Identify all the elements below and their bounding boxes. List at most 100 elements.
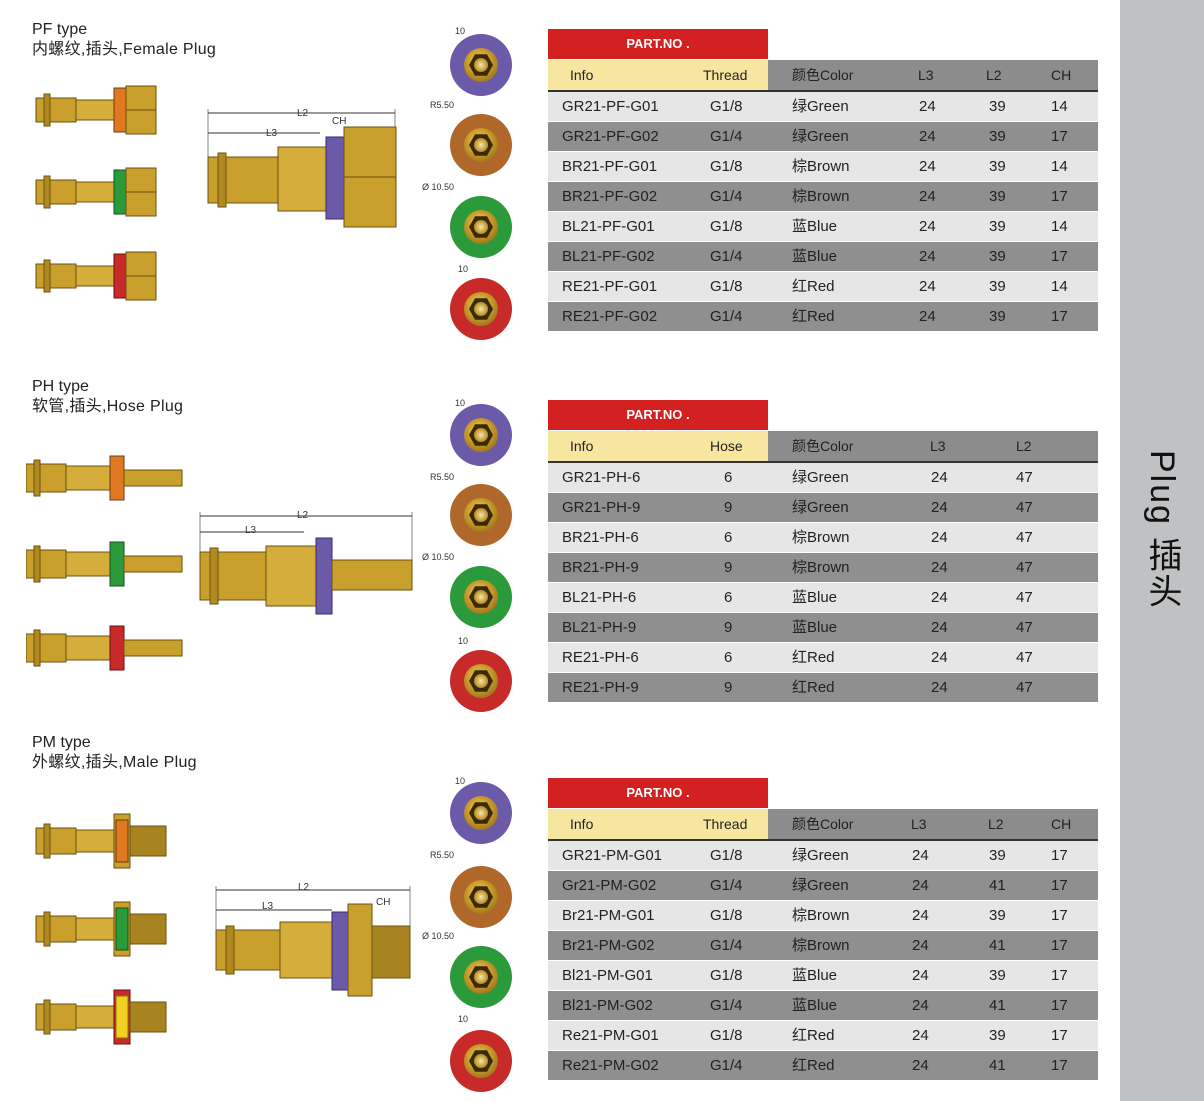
- cell-info: Br21-PM-G02: [562, 937, 655, 954]
- cell-hose: 9: [724, 499, 733, 516]
- cell-l3: 24: [931, 619, 948, 636]
- cell-color: 红Red: [792, 649, 835, 666]
- cell-l3: 24: [919, 128, 936, 145]
- cell-thread: G1/4: [710, 308, 743, 325]
- plug-image-green: [35, 167, 157, 217]
- cell-color: 绿Green: [792, 98, 849, 115]
- cell-l3: 24: [912, 877, 929, 894]
- cell-color: 棕Brown: [792, 559, 850, 576]
- cell-info: RE21-PH-6: [562, 649, 639, 666]
- cell-thread: G1/4: [710, 877, 743, 894]
- col-l2: L2: [986, 67, 1002, 83]
- face-view-green: [450, 566, 512, 628]
- cell-l3: 24: [912, 907, 929, 924]
- cell-l2: 39: [989, 308, 1006, 325]
- col-ch: CH: [1051, 67, 1072, 83]
- cell-thread: G1/4: [710, 128, 743, 145]
- plug-image-orange: [26, 455, 183, 501]
- cell-l3: 24: [919, 278, 936, 295]
- cell-ch: 14: [1051, 218, 1068, 235]
- table-row: BL21-PH-6 6 蓝Blue 24 47: [548, 583, 1098, 612]
- col-l3: L3: [911, 816, 927, 832]
- side-bar: Plug 插头: [1120, 0, 1204, 1101]
- cell-color: 棕Brown: [792, 529, 850, 546]
- dimension-drawing: [215, 886, 411, 997]
- section-title: PH type 软管,插头,Hose Plug: [32, 377, 183, 417]
- section-pm: PM type 外螺纹,插头,Male Plug: [0, 720, 1110, 1101]
- cell-color: 棕Brown: [792, 937, 850, 954]
- cell-l2: 47: [1016, 589, 1033, 606]
- cell-thread: G1/4: [710, 188, 743, 205]
- cell-info: BR21-PF-G01: [562, 158, 658, 175]
- section-title: PF type 内螺纹,插头,Female Plug: [32, 20, 216, 60]
- cell-color: 绿Green: [792, 469, 849, 486]
- cell-info: GR21-PH-6: [562, 469, 641, 486]
- cell-color: 蓝Blue: [792, 589, 838, 606]
- dim-l3: L3: [266, 128, 278, 139]
- cell-info: GR21-PH-9: [562, 499, 641, 516]
- table-row: BR21-PH-9 9 棕Brown 24 47: [548, 553, 1098, 582]
- cell-l2: 47: [1016, 529, 1033, 546]
- cell-thread: G1/4: [710, 997, 743, 1014]
- cell-hose: 9: [724, 559, 733, 576]
- face-view-red: [450, 278, 512, 340]
- cell-info: Re21-PM-G02: [562, 1057, 659, 1074]
- cell-l3: 24: [931, 679, 948, 696]
- face-dim-2: R5.50: [430, 472, 455, 482]
- table-row: RE21-PF-G02 G1/4 红Red 24 39 17: [548, 302, 1098, 331]
- face-hole: [474, 590, 488, 604]
- cell-ch: 14: [1051, 98, 1068, 115]
- cell-color: 绿Green: [792, 499, 849, 516]
- table-header: Info Thread 颜色Color L3 L2 CH: [548, 809, 1098, 841]
- table-row: BL21-PF-G02 G1/4 蓝Blue 24 39 17: [548, 242, 1098, 271]
- cell-thread: G1/8: [710, 1027, 743, 1044]
- type-subtitle: 外螺纹,插头,Male Plug: [32, 754, 197, 771]
- table-row: Br21-PM-G01 G1/8 棕Brown 24 39 17: [548, 901, 1098, 930]
- cell-color: 棕Brown: [792, 158, 850, 175]
- type-subtitle: 软管,插头,Hose Plug: [32, 398, 184, 415]
- cell-l3: 24: [912, 997, 929, 1014]
- face-hole: [474, 806, 488, 820]
- face-view-brown: [450, 114, 512, 176]
- table-row: GR21-PH-9 9 绿Green 24 47: [548, 493, 1098, 522]
- table-row: RE21-PH-9 9 红Red 24 47: [548, 673, 1098, 702]
- face-dim-4: 10: [458, 636, 469, 646]
- cell-thread: G1/8: [710, 158, 743, 175]
- cell-info: RE21-PF-G01: [562, 278, 658, 295]
- face-view-blue: [450, 782, 512, 844]
- part-no-header: PART.NO .: [548, 29, 768, 59]
- plug-image-red: [26, 625, 183, 671]
- cell-l2: 47: [1016, 499, 1033, 516]
- cell-l3: 24: [931, 649, 948, 666]
- dim-l2: L2: [297, 108, 309, 119]
- face-dim-4: 10: [458, 264, 469, 274]
- cell-color: 绿Green: [792, 128, 849, 145]
- table-row: RE21-PH-6 6 红Red 24 47: [548, 643, 1098, 672]
- cell-color: 红Red: [792, 679, 835, 696]
- table-row: Bl21-PM-G02 G1/4 蓝Blue 24 41 17: [548, 991, 1098, 1020]
- cell-l2: 39: [989, 967, 1006, 984]
- cell-ch: 17: [1051, 847, 1068, 864]
- cell-hose: 9: [724, 619, 733, 636]
- plug-image-green: [26, 541, 183, 587]
- section-ph: PH type 软管,插头,Hose Plug L2 L3: [0, 360, 1110, 720]
- cell-l2: 39: [989, 98, 1006, 115]
- cell-color: 红Red: [792, 1057, 835, 1074]
- plug-image-orange: [35, 813, 167, 869]
- cell-thread: G1/4: [710, 248, 743, 265]
- cell-l2: 47: [1016, 679, 1033, 696]
- type-subtitle: 内螺纹,插头,Female Plug: [32, 41, 217, 58]
- cell-ch: 17: [1051, 248, 1068, 265]
- header-highlight: [548, 60, 768, 90]
- face-dim-2: R5.50: [430, 100, 455, 110]
- col-hose: Hose: [710, 438, 743, 454]
- table-row: Bl21-PM-G01 G1/8 蓝Blue 24 39 17: [548, 961, 1098, 990]
- cell-l2: 47: [1016, 469, 1033, 486]
- cell-ch: 14: [1051, 158, 1068, 175]
- face-view-blue: [450, 34, 512, 96]
- cell-info: BL21-PF-G02: [562, 248, 655, 265]
- table-row: BL21-PH-9 9 蓝Blue 24 47: [548, 613, 1098, 642]
- face-dim-3: Ø 10.50: [422, 552, 455, 562]
- cell-l2: 39: [989, 847, 1006, 864]
- side-label-text: Plug 插头: [1143, 450, 1181, 610]
